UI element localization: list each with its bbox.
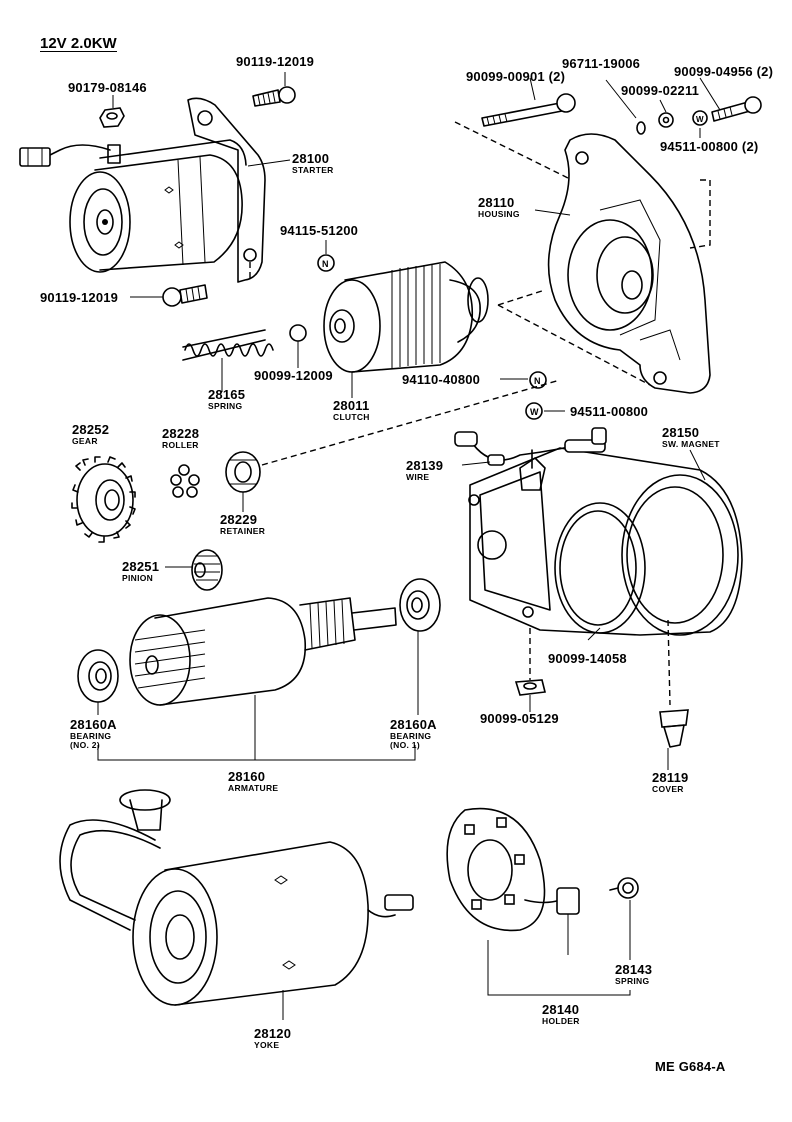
part-number-28119: 28119 [652,770,689,785]
bearing-28160a-no2-drawing [77,649,119,703]
washer-90099-02211-drawing [658,112,674,128]
part-number-94511-x2: 94511-00800 (2) [660,139,759,154]
starter-assembly-drawing [19,97,266,283]
bolt-90119-bottom-drawing [162,284,208,307]
part-number-28160a-no2: 28160A [70,717,117,732]
part-number-28160: 28160 [228,769,266,784]
part-number-94110: 94110-40800 [402,372,481,387]
part-sub-bearing-no1: (NO. 1) [390,740,420,750]
leader-lines [112,72,721,770]
part-name-clutch: CLUTCH [333,412,370,422]
part-name-retainer: RETAINER [220,526,266,536]
part-number-28165: 28165 [208,387,246,402]
svg-text:W: W [696,115,704,124]
part-name-wire: WIRE [406,472,430,482]
part-name-bearing-no1: BEARING [390,731,432,741]
armature-bracket-lines [97,631,419,761]
spring-28165-drawing [182,329,274,361]
holder-28140-drawing [446,807,631,996]
part-name-housing: HOUSING [478,209,520,219]
part-number-90119-top: 90119-12019 [236,54,315,69]
nut-90099-05129-drawing [514,679,546,696]
armature-28160-drawing [129,597,397,760]
bolt-90099-04956-drawing [711,96,762,122]
cover-28119-drawing [659,709,689,748]
washer-94110-drawing: N [500,371,547,389]
part-number-28120: 28120 [254,1026,292,1041]
washer-94511-x2-drawing [692,110,708,126]
part-name-sw-magnet: SW. MAGNET [662,439,720,449]
part-number-28160a-no1: 28160A [390,717,437,732]
bolt-90119-top-drawing [252,86,296,107]
part-name-spring-28143: SPRING [615,976,650,986]
part-name-pinion: PINION [122,573,154,583]
part-number-28143: 28143 [615,962,653,977]
part-name-gear: GEAR [72,436,98,446]
yoke-28120-drawing [59,789,414,1020]
bolt-90099-00901-drawing [481,93,576,127]
part-number-94511: 94511-00800 [570,404,649,419]
part-name-bearing-no2: BEARING [70,731,112,741]
leader-96711 [605,79,637,119]
sw-magnet-28150-drawing [454,427,743,636]
part-number-90179: 90179-08146 [68,80,147,95]
part-name-yoke: YOKE [254,1040,280,1050]
nut-90179-drawing [99,107,125,128]
part-number-28100: 28100 [292,151,330,166]
svg-text:N: N [534,376,541,386]
spec-header: 12V 2.0KW [40,35,117,52]
part-number-90119-bottom: 90119-12019 [40,290,119,305]
part-name-cover: COVER [652,784,684,794]
part-number-28229: 28229 [220,512,258,527]
part-name-starter: STARTER [292,165,334,175]
gear-28252-drawing [71,456,136,543]
part-number-90099-14058: 90099-14058 [548,651,627,666]
part-name-roller: ROLLER [162,440,199,450]
washer-94511-drawing: W [525,402,565,420]
part-number-90099-12009: 90099-12009 [254,368,333,383]
pinion-28251-drawing [191,549,223,591]
ball-90099-12009-drawing [289,324,307,342]
part-number-28252: 28252 [72,422,110,437]
svg-text:N: N [322,259,329,269]
part-number-90099-00901: 90099-00901 (2) [466,69,566,84]
diagram-code: ME G684-A [655,1059,726,1074]
part-number-94115: 94115-51200 [280,223,359,238]
part-name-armature: ARMATURE [228,783,279,793]
roller-28228-drawing [170,464,200,498]
part-sub-bearing-no2: (NO. 2) [70,740,100,750]
part-number-90099-02211: 90099-02211 [621,83,700,98]
washer-96711-drawing [636,121,646,135]
part-name-holder: HOLDER [542,1016,580,1026]
part-number-28228: 28228 [162,426,200,441]
housing-28110-drawing [547,133,711,394]
bearing-28160a-no1-drawing [399,578,441,632]
spring-28143-drawing [609,877,639,960]
part-number-90099-04956: 90099-04956 (2) [674,64,774,79]
retainer-28229-drawing [225,451,261,512]
clutch-28011-drawing [323,261,489,373]
part-number-90099-05129: 90099-05129 [480,711,559,726]
part-number-28139: 28139 [406,458,444,473]
part-number-96711: 96711-19006 [562,56,641,71]
svg-text:W: W [530,407,539,417]
part-name-spring-28165: SPRING [208,401,243,411]
part-number-28140: 28140 [542,1002,580,1017]
part-number-28150: 28150 [662,425,700,440]
part-number-28011: 28011 [333,398,370,413]
part-number-28110: 28110 [478,195,515,210]
part-number-28251: 28251 [122,559,160,574]
washer-94115-drawing: N [317,254,335,272]
